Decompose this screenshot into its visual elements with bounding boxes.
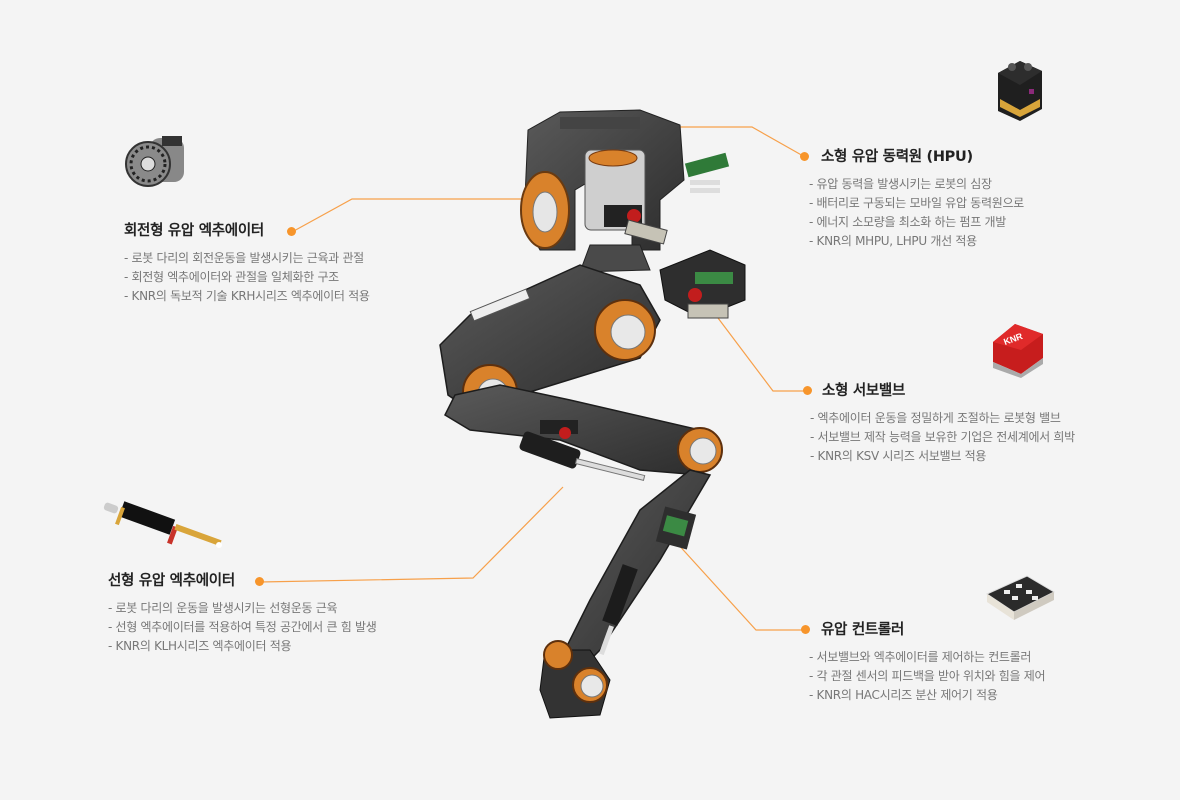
component-bullets: 엑추에이터 운동을 정밀하게 조절하는 로봇형 밸브 서보밸브 제작 능력을 보… xyxy=(810,409,1076,466)
callout-rotary-actuator: 회전형 유압 엑추에이터 로봇 다리의 회전운동을 발생시키는 근육과 관절 회… xyxy=(124,221,370,306)
hydraulic-power-unit-icon xyxy=(998,61,1042,121)
component-title: 선형 유압 엑추에이터 xyxy=(108,573,235,589)
marker-dot-hpu xyxy=(800,152,809,161)
bullet: KNR의 HAC시리즈 분산 제어기 적용 xyxy=(809,686,1045,705)
component-bullets: 로봇 다리의 운동을 발생시키는 선형운동 근육 선형 엑추에이터를 적용하여 … xyxy=(108,599,377,656)
bullet: 배터리로 구동되는 모바일 유압 동력원으로 xyxy=(809,194,1025,213)
bullet: 회전형 엑추에이터와 관절을 일체화한 구조 xyxy=(124,268,370,287)
bullet: KNR의 KLH시리즈 엑추에이터 적용 xyxy=(108,637,376,656)
leader-line-servo xyxy=(717,317,808,392)
bullet: 각 관절 센서의 피드백을 받아 위치와 힘을 제어 xyxy=(809,667,1046,686)
servo-valve-icon: KNR xyxy=(993,324,1043,378)
component-bullets: 서보밸브와 엑추에이터를 제어하는 컨트롤러 각 관절 센서의 피드백을 받아 … xyxy=(809,648,1046,705)
bullet: 로봇 다리의 회전운동을 발생시키는 근육과 관절 xyxy=(124,249,370,268)
linear-actuator-icon xyxy=(103,501,222,548)
marker-dot-controller xyxy=(801,625,810,634)
rotary-actuator-icon xyxy=(125,136,184,187)
leader-line-linear xyxy=(259,486,564,583)
component-title: 소형 서보밸브 xyxy=(822,383,905,399)
component-title: 회전형 유압 엑추에이터 xyxy=(124,223,264,239)
bullet: 에너지 소모량을 최소화 하는 펌프 개발 xyxy=(809,213,1024,232)
callout-servo-valve: 소형 서보밸브 엑추에이터 운동을 정밀하게 조절하는 로봇형 밸브 서보밸브 … xyxy=(818,381,1076,466)
component-title: 소형 유압 동력원 (HPU) xyxy=(821,149,973,165)
bullet: KNR의 독보적 기술 KRH시리즈 엑추에이터 적용 xyxy=(124,287,370,306)
bullet: 유압 동력을 발생시키는 로봇의 심장 xyxy=(809,175,1024,194)
callout-controller: 유압 컨트롤러 서보밸브와 엑추에이터를 제어하는 컨트롤러 각 관절 센서의 … xyxy=(817,620,1046,705)
bullet: 서보밸브와 엑추에이터를 제어하는 컨트롤러 xyxy=(809,648,1045,667)
component-bullets: 로봇 다리의 회전운동을 발생시키는 근육과 관절 회전형 엑추에이터와 관절을… xyxy=(124,249,370,306)
marker-dot-rotary xyxy=(287,227,296,236)
callout-hpu: 소형 유압 동력원 (HPU) 유압 동력을 발생시키는 로봇의 심장 배터리로… xyxy=(817,147,1025,251)
bullet: 선형 엑추에이터를 적용하여 특정 공간에서 큰 힘 발생 xyxy=(108,618,377,637)
marker-dot-linear xyxy=(255,577,264,586)
leader-line-controller xyxy=(675,541,806,631)
component-title: 유압 컨트롤러 xyxy=(821,622,904,638)
component-bullets: 유압 동력을 발생시키는 로봇의 심장 배터리로 구동되는 모바일 유압 동력원… xyxy=(809,175,1025,251)
marker-dot-servo xyxy=(803,386,812,395)
leader-line-rotary xyxy=(291,198,560,233)
bullet: 엑추에이터 운동을 정밀하게 조절하는 로봇형 밸브 xyxy=(810,409,1075,428)
callout-linear-actuator: 선형 유압 엑추에이터 로봇 다리의 운동을 발생시키는 선형운동 근육 선형 … xyxy=(108,571,377,656)
bullet: 서보밸브 제작 능력을 보유한 기업은 전세계에서 희박 xyxy=(810,428,1076,447)
bullet: 로봇 다리의 운동을 발생시키는 선형운동 근육 xyxy=(108,599,376,618)
bullet: KNR의 KSV 시리즈 서보밸브 적용 xyxy=(810,447,1075,466)
bullet: KNR의 MHPU, LHPU 개선 적용 xyxy=(809,232,1024,251)
controller-board-icon xyxy=(985,575,1056,620)
